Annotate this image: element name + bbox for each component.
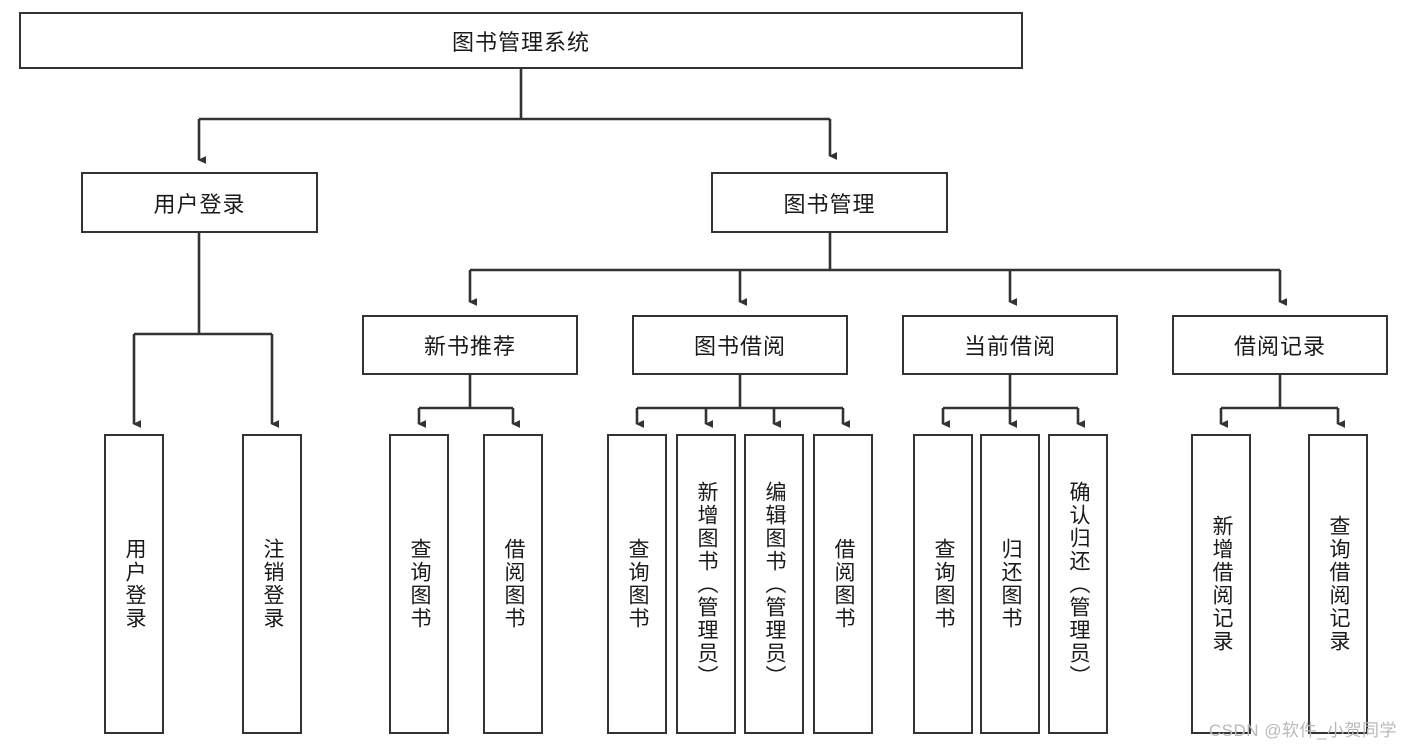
csdn-watermark: CSDN @软件_小贺同学	[1208, 721, 1397, 740]
node-label: 注销登录	[261, 538, 285, 630]
leaf-user-login-logout[interactable]: 注销登录	[242, 434, 302, 734]
node-label: 借阅图书	[832, 538, 856, 630]
leaf-book-borrow-borrow[interactable]: 借阅图书	[813, 434, 873, 734]
node-label: 查询图书	[408, 538, 432, 630]
leaf-new-book-query[interactable]: 查询图书	[389, 434, 449, 734]
node-label: 图书管理	[783, 191, 876, 217]
node-label: 归还图书	[999, 538, 1023, 630]
node-borrow-record[interactable]: 借阅记录	[1172, 315, 1388, 375]
node-label: 图书管理系统	[451, 29, 590, 55]
leaf-current-borrow-query[interactable]: 查询图书	[913, 434, 973, 734]
node-book-borrow[interactable]: 图书借阅	[632, 315, 848, 375]
node-label: 查询借阅记录	[1327, 515, 1351, 653]
leaf-book-borrow-edit[interactable]: 编辑图书（管理员）	[744, 434, 804, 734]
node-label: 编辑图书（管理员）	[763, 480, 787, 688]
node-new-book-recommend[interactable]: 新书推荐	[362, 315, 578, 375]
node-label: 用户登录	[123, 538, 147, 630]
node-label: 用户登录	[153, 191, 246, 217]
node-label: 新增图书（管理员）	[695, 480, 719, 688]
leaf-borrow-record-query[interactable]: 查询借阅记录	[1308, 434, 1368, 734]
leaf-borrow-record-add[interactable]: 新增借阅记录	[1191, 434, 1251, 734]
leaf-new-book-borrow[interactable]: 借阅图书	[483, 434, 543, 734]
node-label: 借阅记录	[1233, 334, 1326, 359]
node-label: 图书借阅	[693, 334, 786, 359]
node-label: 新增借阅记录	[1210, 515, 1234, 653]
node-book-management[interactable]: 图书管理	[711, 172, 948, 233]
leaf-user-login-login[interactable]: 用户登录	[104, 434, 164, 734]
node-label: 当前借阅	[963, 334, 1056, 359]
node-label: 确认归还（管理员）	[1067, 480, 1091, 688]
node-label: 查询图书	[626, 538, 650, 630]
node-label: 新书推荐	[423, 334, 516, 359]
leaf-book-borrow-add[interactable]: 新增图书（管理员）	[676, 434, 736, 734]
node-label: 查询图书	[932, 538, 956, 630]
node-label: 借阅图书	[502, 538, 526, 630]
leaf-book-borrow-query[interactable]: 查询图书	[607, 434, 667, 734]
node-user-login[interactable]: 用户登录	[81, 172, 318, 233]
leaf-current-borrow-confirm-return[interactable]: 确认归还（管理员）	[1048, 434, 1108, 734]
node-root-book-management-system[interactable]: 图书管理系统	[19, 12, 1023, 69]
node-current-borrow[interactable]: 当前借阅	[902, 315, 1118, 375]
leaf-current-borrow-return[interactable]: 归还图书	[980, 434, 1040, 734]
